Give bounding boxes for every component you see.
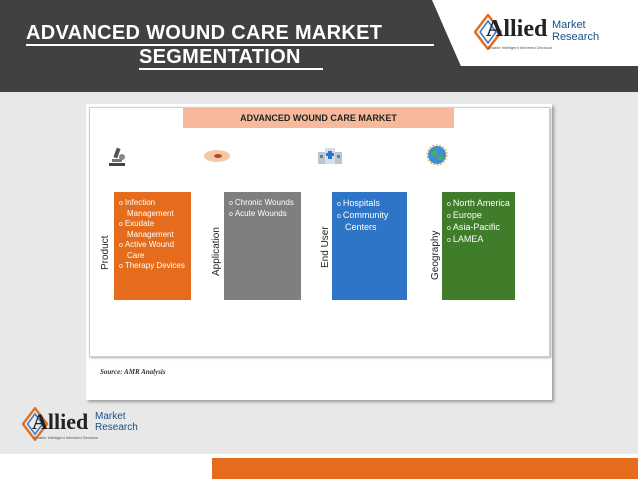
list-item: Exudate Management xyxy=(119,219,191,240)
logo-diamond-icon xyxy=(474,14,502,50)
allied-logo-top: Allied Market Research Enable Intelligen… xyxy=(474,12,604,52)
globe-icon xyxy=(426,144,448,166)
footer-orange-bar xyxy=(212,458,638,479)
list-item: Asia-Pacific xyxy=(447,222,515,234)
hospital-icon xyxy=(318,148,342,164)
segment-label-product: Product xyxy=(100,235,111,270)
segment-box-product: Infection Management Exudate Management … xyxy=(114,192,191,300)
segment-label-geography: Geography xyxy=(430,230,441,280)
logo-tagline: Enable Intelligent Informed Decision xyxy=(34,435,99,440)
title-box: ADVANCED WOUND CARE MARKET SEGMENTATION xyxy=(0,0,444,70)
list-item: Chronic Wounds xyxy=(229,198,301,209)
logo-panel xyxy=(432,0,638,66)
page-title-line1: ADVANCED WOUND CARE MARKET xyxy=(26,22,383,44)
list-item: Active Wound Care xyxy=(119,240,191,261)
logo-word-research: Research xyxy=(552,31,600,43)
microscope-icon xyxy=(109,147,125,166)
segment-label-application: Application xyxy=(211,227,222,276)
list-item: LAMEA xyxy=(447,234,515,246)
logo-tagline: Enable Intelligent Informed Decision xyxy=(488,45,553,50)
logo-diamond-icon xyxy=(22,407,48,441)
list-item: North America xyxy=(447,198,515,210)
wound-icon xyxy=(204,150,230,162)
logo-word-main: Allied xyxy=(32,409,89,434)
logo-word-market: Market xyxy=(95,411,126,422)
segment-label-end-user: End User xyxy=(320,226,331,268)
title-underline xyxy=(26,44,434,46)
title-underline-2 xyxy=(139,68,323,70)
logo-word-main: Allied xyxy=(486,16,548,42)
segment-box-geography: North America Europe Asia-Pacific LAMEA xyxy=(442,192,515,300)
page-title-line2: SEGMENTATION xyxy=(139,46,301,68)
logo-word-market: Market xyxy=(552,19,586,31)
list-item: Hospitals xyxy=(337,198,407,210)
list-item: Europe xyxy=(447,210,515,222)
logo-word-research: Research xyxy=(95,422,138,433)
list-item: Community Centers xyxy=(337,210,407,233)
source-note: Source: AMR Analysis xyxy=(100,368,166,376)
diagram-title: ADVANCED WOUND CARE MARKET xyxy=(183,108,454,128)
allied-logo-bottom: Allied Market Research Enable Intelligen… xyxy=(22,405,142,445)
list-item: Acute Wounds xyxy=(229,209,301,220)
list-item: Infection Management xyxy=(119,198,191,219)
segment-box-end-user: Hospitals Community Centers xyxy=(332,192,407,300)
list-item: Therapy Devices xyxy=(119,261,191,272)
segment-box-application: Chronic Wounds Acute Wounds xyxy=(224,192,301,300)
